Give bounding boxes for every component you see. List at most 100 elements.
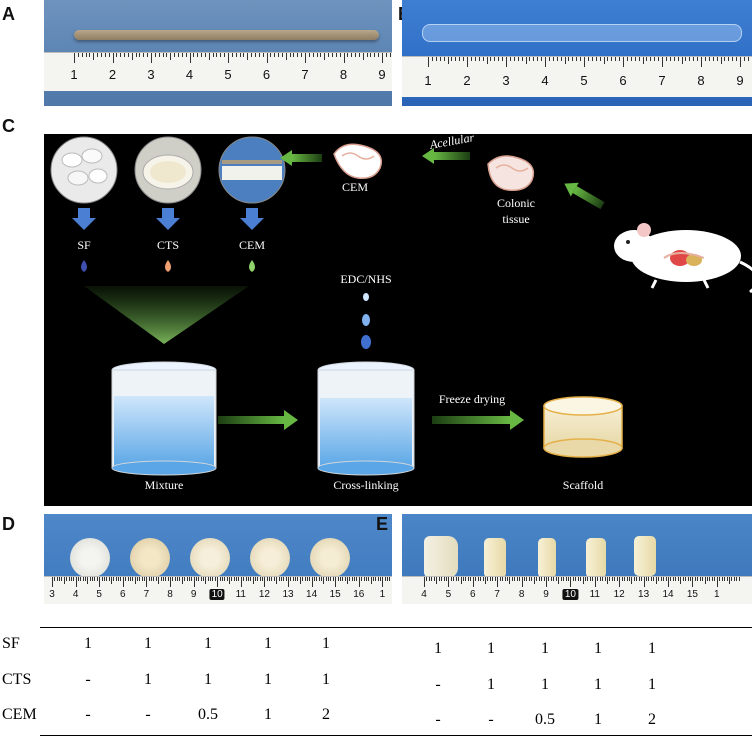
ruler-tick <box>387 577 389 581</box>
ruler-tick <box>113 577 115 581</box>
ruler-tick <box>66 577 68 581</box>
ruler-tick <box>443 577 445 581</box>
ruler-number: 9 <box>190 589 197 600</box>
table-cell: - <box>435 711 441 728</box>
ruler-tick <box>565 577 567 581</box>
ruler-tick <box>609 577 611 581</box>
ruler-tick <box>441 577 443 581</box>
ruler-tick <box>236 577 238 581</box>
scaffold-disc-1 <box>70 538 110 578</box>
ruler-tick <box>536 577 538 581</box>
ruler-number: 1 <box>714 589 720 600</box>
ruler-number: 1 <box>424 73 432 88</box>
ruler-tick <box>120 53 122 57</box>
ruler-tick <box>203 577 205 581</box>
ruler-tick <box>677 577 679 581</box>
ruler-tick <box>127 577 129 581</box>
ruler-tick <box>247 53 249 60</box>
ruler-number: 15 <box>329 589 341 600</box>
ruler-tick <box>347 53 349 57</box>
ruler-tick <box>611 577 613 581</box>
ruler-tick <box>262 53 264 57</box>
ruler-tick <box>342 577 344 581</box>
ruler-tick <box>577 577 579 581</box>
ruler-tick <box>580 577 582 581</box>
ruler-tick <box>320 53 322 57</box>
ruler-tick <box>487 577 489 581</box>
ruler-tick <box>207 577 209 581</box>
ruler-tick <box>467 577 469 581</box>
ruler-tick <box>450 577 452 581</box>
row-label-sf: SF <box>2 635 20 652</box>
ruler-tick <box>556 57 558 61</box>
ruler-tick <box>158 577 160 584</box>
ruler-tick <box>704 57 706 61</box>
ruler-tick <box>283 577 285 581</box>
arrow-mixture-to-crosslink <box>218 410 298 430</box>
ruler-number: 4 <box>421 589 427 600</box>
ruler-tick <box>459 57 461 61</box>
ruler-number: 3 <box>147 67 155 82</box>
label-mixture: Mixture <box>144 478 184 492</box>
ruler-tick <box>428 577 430 581</box>
ruler-tick <box>288 577 289 587</box>
ruler-tick <box>151 53 152 63</box>
arrow-rat-to-colon <box>564 182 605 210</box>
ruler-tick <box>438 577 440 581</box>
ruler-tick <box>73 577 75 581</box>
ruler-tick <box>506 57 507 67</box>
ruler-tick <box>167 577 169 581</box>
ruler-tick <box>280 577 282 581</box>
ruler-tick <box>568 57 570 61</box>
ruler-tick <box>361 577 363 581</box>
ruler-tick <box>482 57 484 61</box>
ruler-tick <box>131 53 133 60</box>
ruler-tick <box>492 577 494 581</box>
table-top-rule <box>40 627 752 628</box>
ruler-tick <box>214 577 216 581</box>
ruler-tick <box>200 577 202 581</box>
ruler-tick <box>297 577 299 581</box>
ruler-tick <box>711 577 713 581</box>
ruler-tick <box>648 577 650 581</box>
ruler-tick <box>85 53 87 57</box>
ruler-tick <box>374 53 376 57</box>
ruler-tick <box>472 577 474 587</box>
ruler-tick <box>328 577 330 581</box>
ruler-tick <box>70 577 72 581</box>
ruler-tick <box>630 57 632 61</box>
ruler-tick <box>494 57 496 61</box>
ruler-tick <box>181 53 183 57</box>
ruler-tick <box>729 577 730 584</box>
ruler-tick <box>672 577 674 581</box>
ruler-tick <box>687 577 689 581</box>
ruler-tick <box>77 53 79 57</box>
ruler-number: 8 <box>339 67 348 82</box>
ruler-tick <box>426 577 428 581</box>
ruler-tick <box>537 57 539 61</box>
ruler-tick <box>619 57 621 61</box>
arrow-colon-to-organ <box>422 148 470 164</box>
ruler-tick <box>599 577 601 581</box>
ruler-tick <box>289 53 291 57</box>
ruler-tick <box>358 53 360 57</box>
ruler-tick <box>646 57 648 61</box>
ruler-tick <box>81 53 83 57</box>
ruler-tick <box>685 57 687 61</box>
ruler-tick <box>292 577 294 581</box>
scaffold-disc-5 <box>310 538 350 578</box>
scaffold-cylinder <box>543 396 623 458</box>
ruler-tick <box>139 577 141 581</box>
ruler-tick <box>174 577 176 581</box>
ruler-tick <box>552 57 554 61</box>
ruler-tick <box>217 577 219 587</box>
ruler-tick <box>120 577 122 581</box>
ruler-tick <box>538 577 540 581</box>
ruler-tick <box>614 577 616 581</box>
ruler-tick <box>463 577 465 581</box>
ruler-tick <box>692 577 694 587</box>
ruler-tick <box>375 577 377 581</box>
ruler-tick <box>475 577 477 581</box>
ruler-tick <box>100 53 102 57</box>
ruler-tick <box>54 577 56 581</box>
